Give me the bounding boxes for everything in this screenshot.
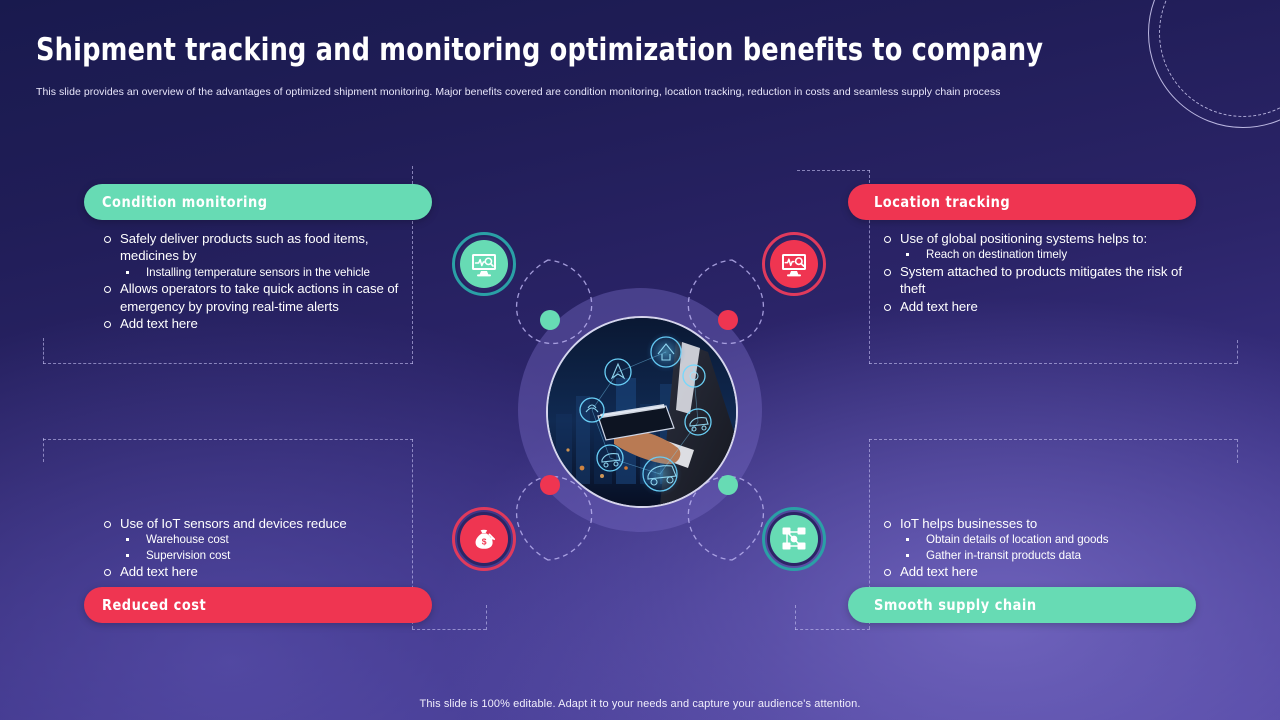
iot-connected-logistics-photo [548, 318, 736, 506]
money-bag-down-icon: $ [475, 529, 496, 549]
node-reduced-cost[interactable]: $ [452, 507, 516, 571]
network-nodes-icon [782, 527, 806, 550]
bullet-item: Add text here [100, 315, 412, 332]
node-location-tracking[interactable] [762, 232, 826, 296]
node-outer-ring [762, 232, 826, 296]
bullet-item: System attached to products mitigates th… [880, 263, 1190, 298]
sub-bullet-item: Gather in-transit products data [900, 548, 1200, 563]
bullet-text: Use of global positioning systems helps … [900, 231, 1148, 246]
bullet-item: Add text here [100, 563, 420, 580]
bullet-item: Use of IoT sensors and devices reduce Wa… [100, 515, 420, 563]
bullet-item: Safely deliver products such as food ite… [100, 230, 412, 280]
pill-condition-monitoring[interactable]: Condition monitoring [84, 184, 432, 220]
accent-dot-top-right [718, 310, 738, 330]
bullet-text: Safely deliver products such as food ite… [120, 231, 369, 264]
sub-bullet-item: Reach on destination timely [900, 247, 1190, 262]
pill-label: Condition monitoring [102, 193, 268, 211]
bullet-item: Add text here [880, 563, 1200, 580]
sub-bullet-list: Reach on destination timely [900, 247, 1190, 262]
corner-arc-decoration [1148, 0, 1280, 128]
node-smooth-supply-chain[interactable] [762, 507, 826, 571]
content-location-tracking: Use of global positioning systems helps … [880, 230, 1190, 315]
node-gap-ring [457, 237, 511, 291]
sub-bullet-item: Warehouse cost [120, 532, 420, 547]
node-outer-ring [452, 232, 516, 296]
sub-bullet-list: Obtain details of location and goods Gat… [900, 532, 1200, 563]
content-condition-monitoring: Safely deliver products such as food ite… [100, 230, 412, 332]
pill-reduced-cost[interactable]: Reduced cost [84, 587, 432, 623]
sub-bullet-item: Obtain details of location and goods [900, 532, 1200, 547]
bullet-list: Safely deliver products such as food ite… [100, 230, 412, 332]
node-core [770, 515, 818, 563]
page-title: Shipment tracking and monitoring optimiz… [36, 32, 1044, 68]
center-hub-image [546, 316, 738, 508]
sub-bullet-item: Supervision cost [120, 548, 420, 563]
bullet-item: Use of global positioning systems helps … [880, 230, 1190, 263]
bullet-item: IoT helps businesses to Obtain details o… [880, 515, 1200, 563]
content-smooth-supply-chain: IoT helps businesses to Obtain details o… [880, 515, 1200, 581]
pill-label: Location tracking [874, 193, 1011, 211]
node-gap-ring [457, 512, 511, 566]
bullet-text: IoT helps businesses to [900, 516, 1038, 531]
bullet-text: Use of IoT sensors and devices reduce [120, 516, 347, 531]
bullet-item: Add text here [880, 298, 1190, 315]
content-reduced-cost: Use of IoT sensors and devices reduce Wa… [100, 515, 420, 581]
node-gap-ring [767, 512, 821, 566]
pill-label: Smooth supply chain [874, 596, 1037, 614]
corner-arc-dashed-ring [1159, 0, 1280, 117]
pill-smooth-supply-chain[interactable]: Smooth supply chain [848, 587, 1196, 623]
node-outer-ring [452, 507, 516, 571]
corner-arc-solid-ring [1148, 0, 1280, 128]
accent-dot-bottom-left [540, 475, 560, 495]
node-core: $ [460, 515, 508, 563]
monitor-pulse-icon [472, 254, 496, 277]
monitor-search-icon [782, 254, 806, 277]
sub-bullet-item: Installing temperature sensors in the ve… [120, 265, 412, 280]
bullet-list: IoT helps businesses to Obtain details o… [880, 515, 1200, 581]
accent-dot-top-left [540, 310, 560, 330]
node-outer-ring [762, 507, 826, 571]
node-core [770, 240, 818, 288]
sub-bullet-list: Installing temperature sensors in the ve… [120, 265, 412, 280]
node-gap-ring [767, 237, 821, 291]
pill-location-tracking[interactable]: Location tracking [848, 184, 1196, 220]
svg-text:$: $ [482, 536, 487, 546]
sub-bullet-list: Warehouse cost Supervision cost [120, 532, 420, 563]
bullet-item: Allows operators to take quick actions i… [100, 280, 412, 315]
node-condition-monitoring[interactable] [452, 232, 516, 296]
bullet-list: Use of global positioning systems helps … [880, 230, 1190, 315]
footer-note: This slide is 100% editable. Adapt it to… [419, 698, 861, 710]
page-subtitle: This slide provides an overview of the a… [36, 86, 1001, 98]
accent-dot-bottom-right [718, 475, 738, 495]
bullet-list: Use of IoT sensors and devices reduce Wa… [100, 515, 420, 581]
pill-label: Reduced cost [102, 596, 207, 614]
node-core [460, 240, 508, 288]
